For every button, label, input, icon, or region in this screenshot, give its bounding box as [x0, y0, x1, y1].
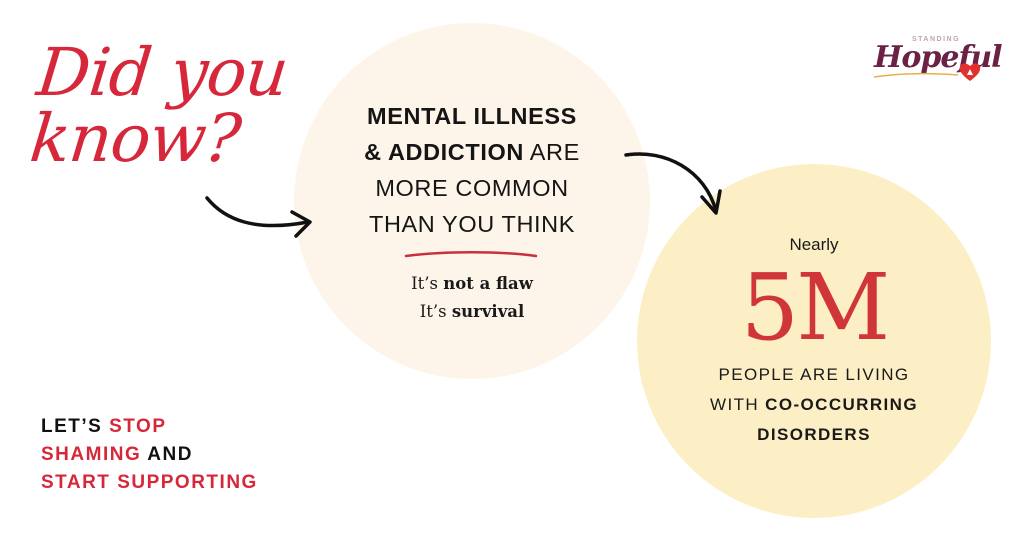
subtext-regular: It’s [419, 302, 452, 321]
stat-description: PEOPLE ARE LIVING WITH CO-OCCURRING DISO… [637, 360, 991, 450]
stat-regular: WITH [710, 395, 766, 414]
statement-regular: ARE [523, 139, 580, 165]
stat-line-3: DISORDERS [637, 420, 991, 450]
cta-red-text: START SUPPORTING [41, 472, 258, 493]
cta-red-text: STOP [109, 416, 167, 437]
background-circle-yellow [637, 164, 991, 518]
cta-dark-text: LET’S [41, 416, 110, 437]
subtext-regular: It’s [411, 274, 444, 293]
statement-line-3: MORE COMMON [294, 170, 650, 206]
statement-line-1: MENTAL ILLNESS [294, 98, 650, 134]
subtext-bold: survival [451, 302, 525, 321]
statement-regular: MORE COMMON [375, 175, 569, 201]
heart-hands-icon [959, 63, 981, 81]
background-circle-cream [294, 23, 650, 379]
statement-line-2: & ADDICTION ARE [294, 134, 650, 170]
standing-hopeful-logo: STANDING Hopeful [868, 36, 1003, 98]
subtext-line-1: It’s not a flaw [294, 270, 650, 298]
headline-line-2: know? [26, 100, 244, 177]
red-underline-divider [404, 251, 538, 258]
call-to-action: LET’S STOP SHAMING AND START SUPPORTING [41, 413, 258, 497]
statement-bold: MENTAL ILLNESS [367, 103, 577, 129]
logo-name: Hopeful [874, 40, 1003, 75]
headline-line-1: Did you [33, 34, 292, 111]
logo-swoosh-icon [873, 72, 959, 78]
stat-bold: DISORDERS [757, 425, 871, 444]
statement-line-4: THAN YOU THINK [294, 206, 650, 242]
stat-line-2: WITH CO-OCCURRING [637, 390, 991, 420]
statement-bold: & ADDICTION [364, 139, 524, 165]
curved-arrow-down-icon [624, 152, 722, 215]
curved-arrow-right-icon [205, 196, 312, 238]
statement-regular: THAN YOU THINK [368, 211, 575, 237]
cta-line-3: START SUPPORTING [41, 469, 258, 497]
stat-line-1: PEOPLE ARE LIVING [637, 360, 991, 390]
did-you-know-headline: Did you know? [26, 34, 292, 177]
cta-line-1: LET’S STOP [41, 413, 258, 441]
not-a-flaw-subtext: It’s not a flaw It’s survival [294, 270, 650, 326]
cta-line-2: SHAMING AND [41, 441, 258, 469]
stat-prefix: Nearly [789, 235, 839, 254]
mental-illness-statement: MENTAL ILLNESS & ADDICTION ARE MORE COMM… [294, 98, 650, 242]
subtext-line-2: It’s survival [294, 298, 650, 326]
logo-small-text: STANDING [912, 36, 961, 43]
stat-bold: CO-OCCURRING [765, 395, 918, 414]
subtext-bold: not a flaw [443, 274, 533, 293]
stat-value: 5M [740, 254, 891, 361]
stat-regular: PEOPLE ARE LIVING [718, 365, 910, 384]
cta-dark-text: AND [141, 444, 193, 465]
cta-red-text: SHAMING [41, 444, 142, 465]
